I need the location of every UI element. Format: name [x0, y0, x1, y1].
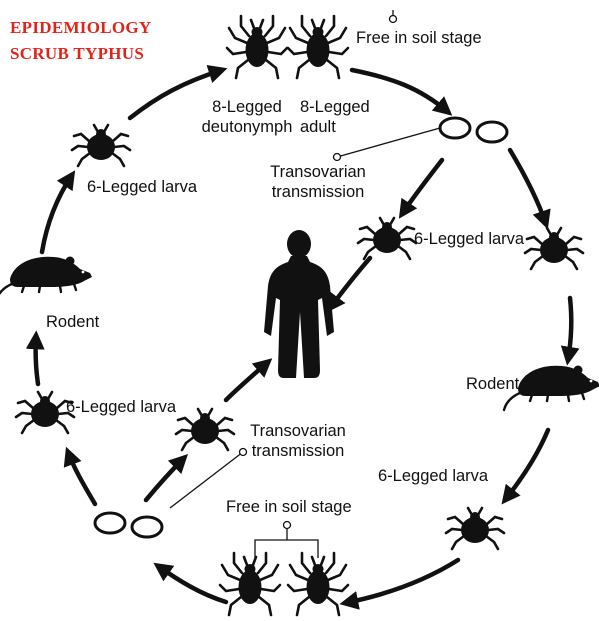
larva-lower-inner-icon	[176, 409, 234, 450]
label-transovarian-top-line-2: transmission	[258, 183, 378, 202]
label-free-soil-top: Free in soil stage	[356, 29, 482, 48]
label-rodent-right: Rodent	[466, 375, 519, 394]
label-adult-line-2: adult	[300, 118, 336, 137]
label-larva-lower-left: 6-Legged larva	[66, 398, 176, 417]
egg-top-right-icon	[477, 122, 507, 142]
human-silhouette-icon	[264, 230, 334, 378]
larva-center-right-icon	[358, 218, 416, 259]
egg-top-left-icon	[440, 118, 470, 138]
soil-mite-left-icon	[220, 553, 280, 615]
label-larva-lower-right: 6-Legged larva	[378, 467, 488, 486]
rodent-left-icon	[0, 257, 92, 302]
label-deutonymph-line-1: 8-Legged	[192, 98, 302, 117]
label-rodent-left: Rodent	[46, 313, 99, 332]
title-line-2: SCRUB TYPHUS	[10, 44, 144, 64]
egg-bottom-left-icon	[95, 513, 125, 533]
label-transovarian-bottom-line-2: transmission	[238, 442, 358, 461]
larva-lower-right-icon	[446, 508, 504, 549]
label-transovarian-bottom-line-1: Transovarian	[238, 422, 358, 441]
larva-right-icon	[525, 228, 583, 269]
label-deutonymph-line-2: deutonymph	[192, 118, 302, 137]
deutonymph-mite-icon	[227, 16, 287, 78]
label-transovarian-top-line-1: Transovarian	[258, 163, 378, 182]
label-adult-line-1: 8-Legged	[300, 98, 370, 117]
label-larva-center-right: 6-Legged larva	[414, 230, 524, 249]
egg-bottom-right-icon	[132, 517, 162, 537]
larva-upper-left-icon	[72, 125, 130, 166]
label-free-soil-bottom: Free in soil stage	[226, 498, 352, 517]
title-line-1: EPIDEMIOLOGY	[10, 18, 152, 38]
label-larva-upper-left: 6-Legged larva	[87, 178, 197, 197]
adult-mite-icon	[288, 16, 348, 78]
soil-mite-right-icon	[288, 553, 348, 615]
